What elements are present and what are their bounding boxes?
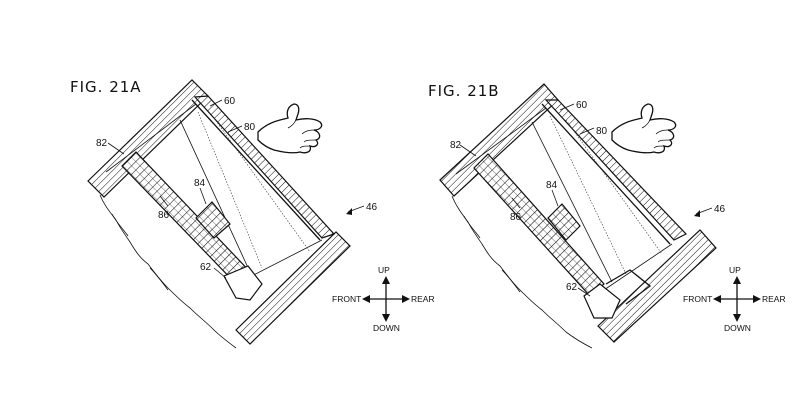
ref-60: 60	[224, 96, 236, 107]
ref-46: 46	[366, 202, 378, 213]
direction-down: DOWN	[373, 323, 400, 333]
direction-front: FRONT	[683, 294, 712, 304]
hand-pointer-icon	[257, 103, 323, 154]
foot-62	[583, 283, 621, 319]
ref-62: 62	[566, 282, 578, 293]
plate-60	[191, 99, 321, 241]
figure-title: FIG. 21A	[70, 78, 142, 96]
direction-arrows-icon	[362, 276, 410, 322]
direction-rear: REAR	[762, 294, 786, 304]
shelf-86	[473, 153, 605, 297]
direction-rear: REAR	[411, 294, 435, 304]
figure-title: FIG. 21B	[428, 82, 500, 100]
hand-pointer-icon	[611, 103, 677, 154]
foot-62	[223, 265, 263, 301]
direction-front: FRONT	[332, 294, 361, 304]
cover-80	[544, 99, 687, 241]
figure-21b: FIG. 21B 82 60 80 84 86 62 46	[428, 82, 786, 349]
ref-82: 82	[96, 138, 108, 149]
direction-arrows-icon	[713, 276, 761, 322]
housing-bottom-wall	[597, 229, 717, 343]
direction-down: DOWN	[724, 323, 751, 333]
ref-80: 80	[596, 126, 608, 137]
ref-84: 84	[546, 180, 558, 191]
component-84	[195, 201, 231, 239]
ref-60: 60	[576, 100, 588, 111]
figure-21a: FIG. 21A 82 60 80 84 86	[70, 78, 435, 349]
plate-60	[541, 103, 671, 245]
housing-bottom-wall	[235, 231, 351, 345]
direction-up: UP	[729, 265, 741, 275]
ref-80: 80	[244, 122, 256, 133]
ref-82: 82	[450, 140, 462, 151]
shelf-86	[121, 151, 257, 291]
component-84	[547, 203, 581, 241]
ref-46: 46	[714, 204, 726, 215]
ref-84: 84	[194, 178, 206, 189]
direction-up: UP	[378, 265, 390, 275]
ref-62: 62	[200, 262, 212, 273]
ref-86: 86	[158, 210, 170, 221]
ref-86: 86	[510, 212, 522, 223]
